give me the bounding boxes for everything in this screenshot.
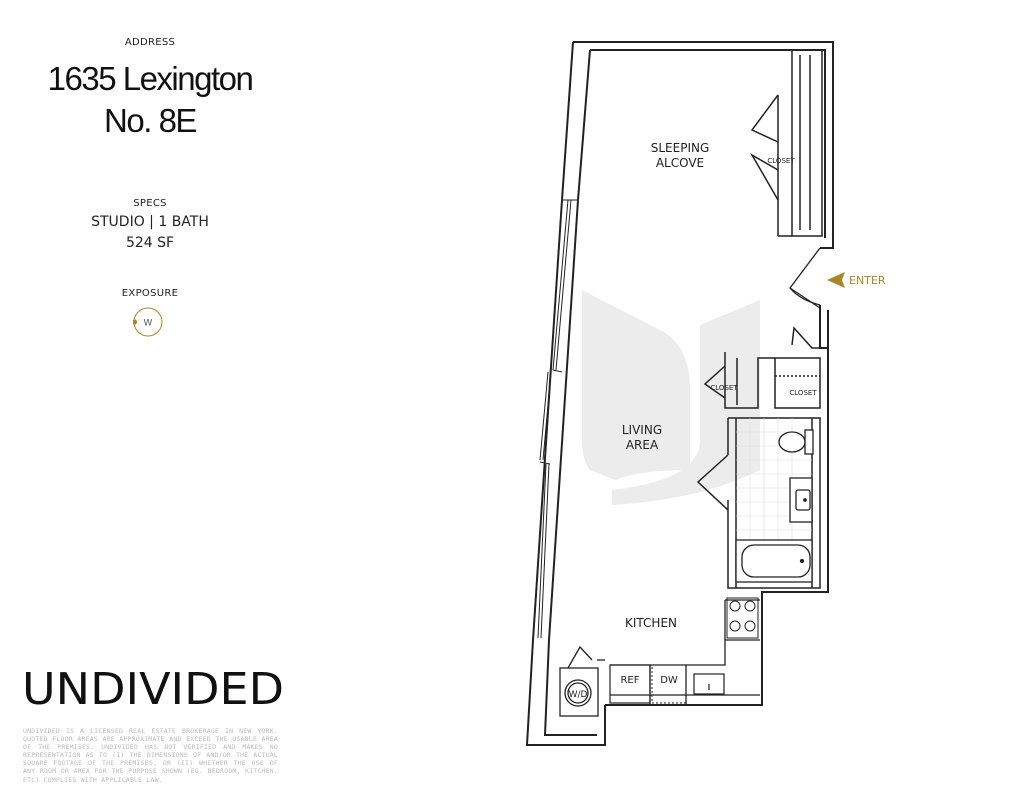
entry-door bbox=[789, 247, 821, 309]
toilet-icon bbox=[778, 429, 814, 455]
sleeping-alcove-label-1: SLEEPING bbox=[651, 141, 710, 155]
kitchen-sink-icon bbox=[693, 673, 725, 695]
address-caption: ADDRESS bbox=[124, 37, 176, 48]
closet-left-label: CLOSET bbox=[710, 384, 738, 392]
living-area-label-1: LIVING bbox=[622, 423, 662, 437]
dishwasher-icon bbox=[651, 664, 687, 704]
refrigerator-icon bbox=[609, 664, 651, 704]
wd-label: W/D bbox=[569, 690, 588, 700]
washer-dryer bbox=[559, 645, 605, 717]
living-area-label-2: AREA bbox=[626, 438, 659, 452]
dw-label: DW bbox=[660, 675, 678, 686]
sleeping-alcove-label-2: ALCOVE bbox=[656, 156, 704, 170]
stove-icon bbox=[726, 597, 759, 639]
exposure-compass-icon: W bbox=[133, 307, 163, 337]
closet-top-label: CLOSET bbox=[767, 157, 795, 165]
address-line-1: 1635 Lexington bbox=[47, 60, 254, 97]
disclaimer-text: UNDIVIDED IS A LICENSED REAL ESTATE BROK… bbox=[23, 727, 278, 784]
enter-label: ENTER bbox=[849, 274, 886, 287]
address-line-2: No. 8E bbox=[104, 102, 197, 139]
specs-caption: SPECS bbox=[133, 198, 167, 209]
listing-info-panel: ADDRESS 1635 Lexington No. 8E SPECS STUD… bbox=[0, 0, 310, 800]
closets-entry bbox=[703, 326, 821, 409]
ref-label: REF bbox=[620, 675, 639, 686]
watermark-logo bbox=[582, 290, 760, 505]
bathtub-icon bbox=[735, 539, 813, 583]
specs-type: STUDIO | 1 BATH bbox=[91, 214, 209, 230]
enter-arrow-icon bbox=[827, 272, 845, 288]
exposure-caption: EXPOSURE bbox=[121, 288, 179, 299]
brand-logo: UNDIVIDED bbox=[22, 663, 285, 715]
closet-right-label: CLOSET bbox=[789, 389, 817, 397]
closet-sleeping bbox=[749, 49, 823, 237]
floor-plan: CLOSET ENTER CLOSET CLOSET bbox=[525, 41, 886, 746]
exterior-walls bbox=[525, 41, 834, 746]
specs-size: 524 SF bbox=[125, 235, 175, 251]
exposure-direction: W bbox=[144, 319, 153, 329]
windows bbox=[537, 199, 578, 639]
kitchen-label: KITCHEN bbox=[625, 616, 677, 630]
sink-icon bbox=[789, 477, 813, 523]
